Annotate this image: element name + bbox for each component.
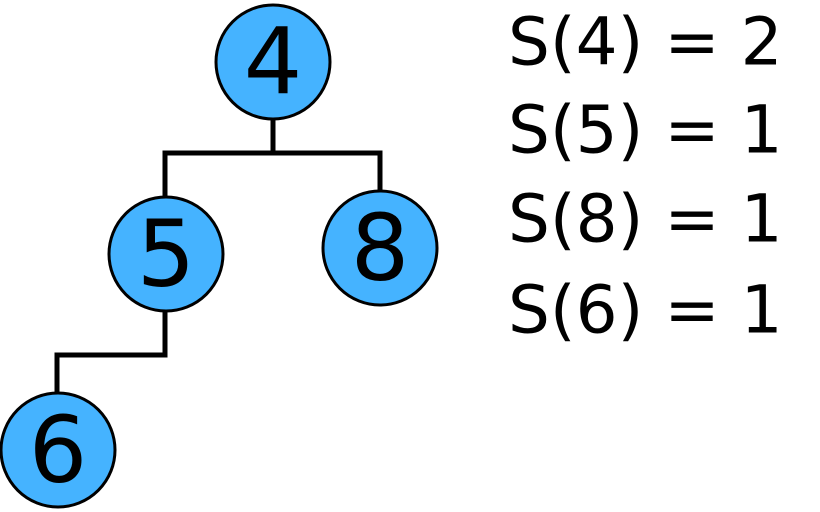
node-6-circle xyxy=(0,391,117,509)
edge-5-to-6 xyxy=(54,307,168,398)
node-8: 8 xyxy=(321,189,439,307)
node-8-label: 8 xyxy=(351,195,410,302)
edge-4-to-5 xyxy=(162,114,276,201)
node-4-label: 4 xyxy=(244,9,303,116)
node-6: 6 xyxy=(0,391,117,509)
equation-size-6: S(6) = 1 xyxy=(508,272,783,349)
size-equations: S(4) = 2 S(5) = 1 S(8) = 1 S(6) = 1 xyxy=(508,4,783,349)
edge-4-to-8 xyxy=(270,150,383,195)
node-4-circle xyxy=(214,3,332,121)
node-5-circle xyxy=(107,195,225,313)
tree-edges xyxy=(54,114,383,398)
node-6-label: 6 xyxy=(29,397,88,504)
equation-size-4: S(4) = 2 xyxy=(508,4,783,81)
equation-size-8: S(8) = 1 xyxy=(508,181,783,258)
node-8-circle xyxy=(321,189,439,307)
equation-size-5: S(5) = 1 xyxy=(508,92,783,169)
tree-nodes: 4 5 8 6 xyxy=(0,3,439,509)
node-5-label: 5 xyxy=(137,201,196,308)
node-4: 4 xyxy=(214,3,332,121)
node-5: 5 xyxy=(107,195,225,313)
